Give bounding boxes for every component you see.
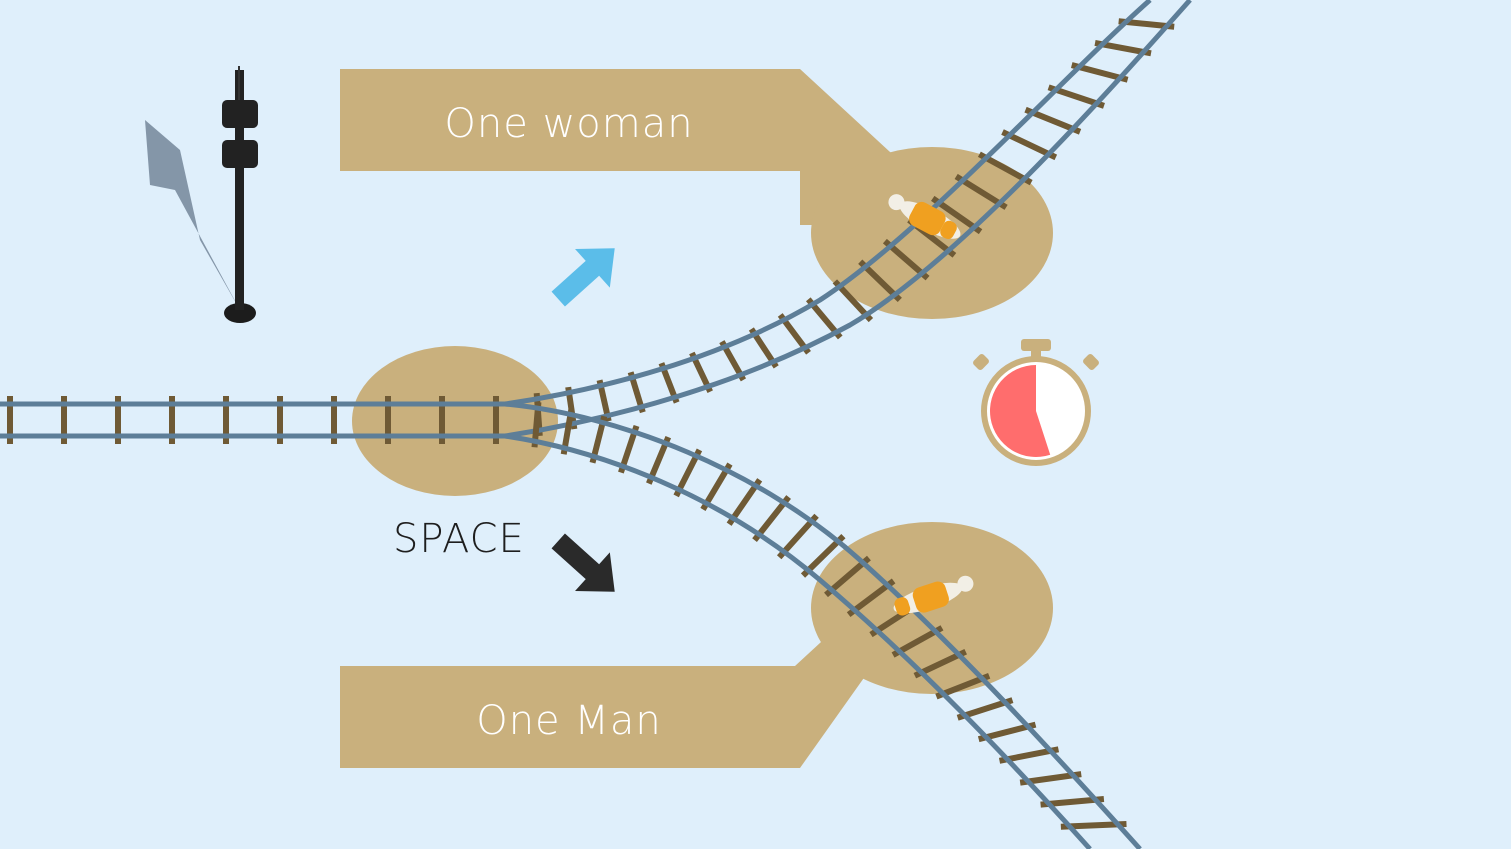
track-tie bbox=[385, 396, 391, 444]
timer-remaining-wedge bbox=[990, 365, 1051, 457]
woman-victim[interactable] bbox=[883, 187, 966, 248]
railway-signal-icon bbox=[145, 66, 258, 323]
track-straight bbox=[0, 396, 520, 444]
track-tie bbox=[7, 396, 13, 444]
stopwatch-icon bbox=[973, 339, 1099, 466]
top-choice-label: One woman bbox=[444, 101, 693, 147]
track-tie bbox=[223, 396, 229, 444]
track-tie bbox=[331, 396, 337, 444]
bottom-label-banner bbox=[340, 560, 910, 768]
space-key-hint: SPACE bbox=[393, 516, 525, 562]
track-lower-branch bbox=[504, 401, 1142, 849]
track-tie bbox=[115, 396, 121, 444]
top-label-banner bbox=[340, 69, 915, 225]
bottom-choice-label: One Man bbox=[476, 698, 662, 744]
track-tie bbox=[277, 396, 283, 444]
track-tie bbox=[61, 396, 67, 444]
arrow-up-right-icon bbox=[551, 248, 615, 307]
track-tie bbox=[439, 396, 445, 444]
junction-plate bbox=[352, 346, 558, 496]
track-tie bbox=[493, 396, 499, 444]
track-tie bbox=[169, 396, 175, 444]
arrow-down-right-icon bbox=[551, 533, 615, 592]
man-victim[interactable] bbox=[890, 571, 978, 622]
